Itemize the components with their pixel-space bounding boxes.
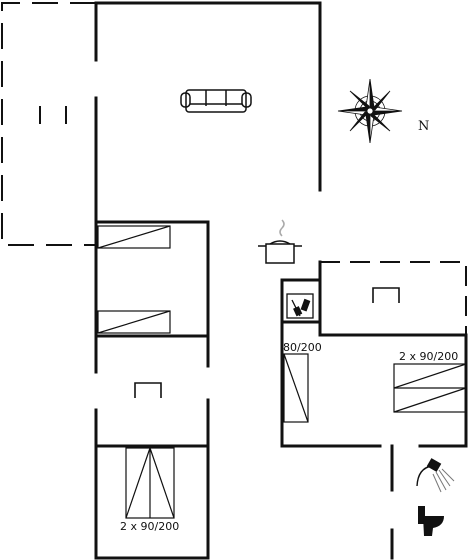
toilet-icon <box>418 506 444 536</box>
north-label: N <box>418 119 429 134</box>
single-bed-label: 80/200 <box>283 341 322 354</box>
double-bed-bottom <box>125 447 175 519</box>
washing-machine-icon <box>286 293 314 319</box>
walls <box>94 1 468 560</box>
terrace-outline <box>1 2 96 246</box>
bed-top <box>97 225 171 249</box>
double-bed-right-label: 2 x 90/200 <box>399 350 458 363</box>
table-symbol-terrace <box>372 287 400 303</box>
sofa-icon <box>180 89 252 113</box>
cooking-pot-icon <box>258 219 302 264</box>
upper-terrace-outline <box>320 261 467 335</box>
terrace-bench-marks <box>39 106 67 124</box>
single-bed <box>283 353 309 423</box>
table-symbol-hall <box>134 382 162 398</box>
bed-lower <box>97 310 171 334</box>
double-bed-right <box>393 363 467 413</box>
compass-rose-icon <box>337 78 403 144</box>
double-bed-bottom-label: 2 x 90/200 <box>120 520 179 533</box>
shower-icon <box>416 458 455 493</box>
